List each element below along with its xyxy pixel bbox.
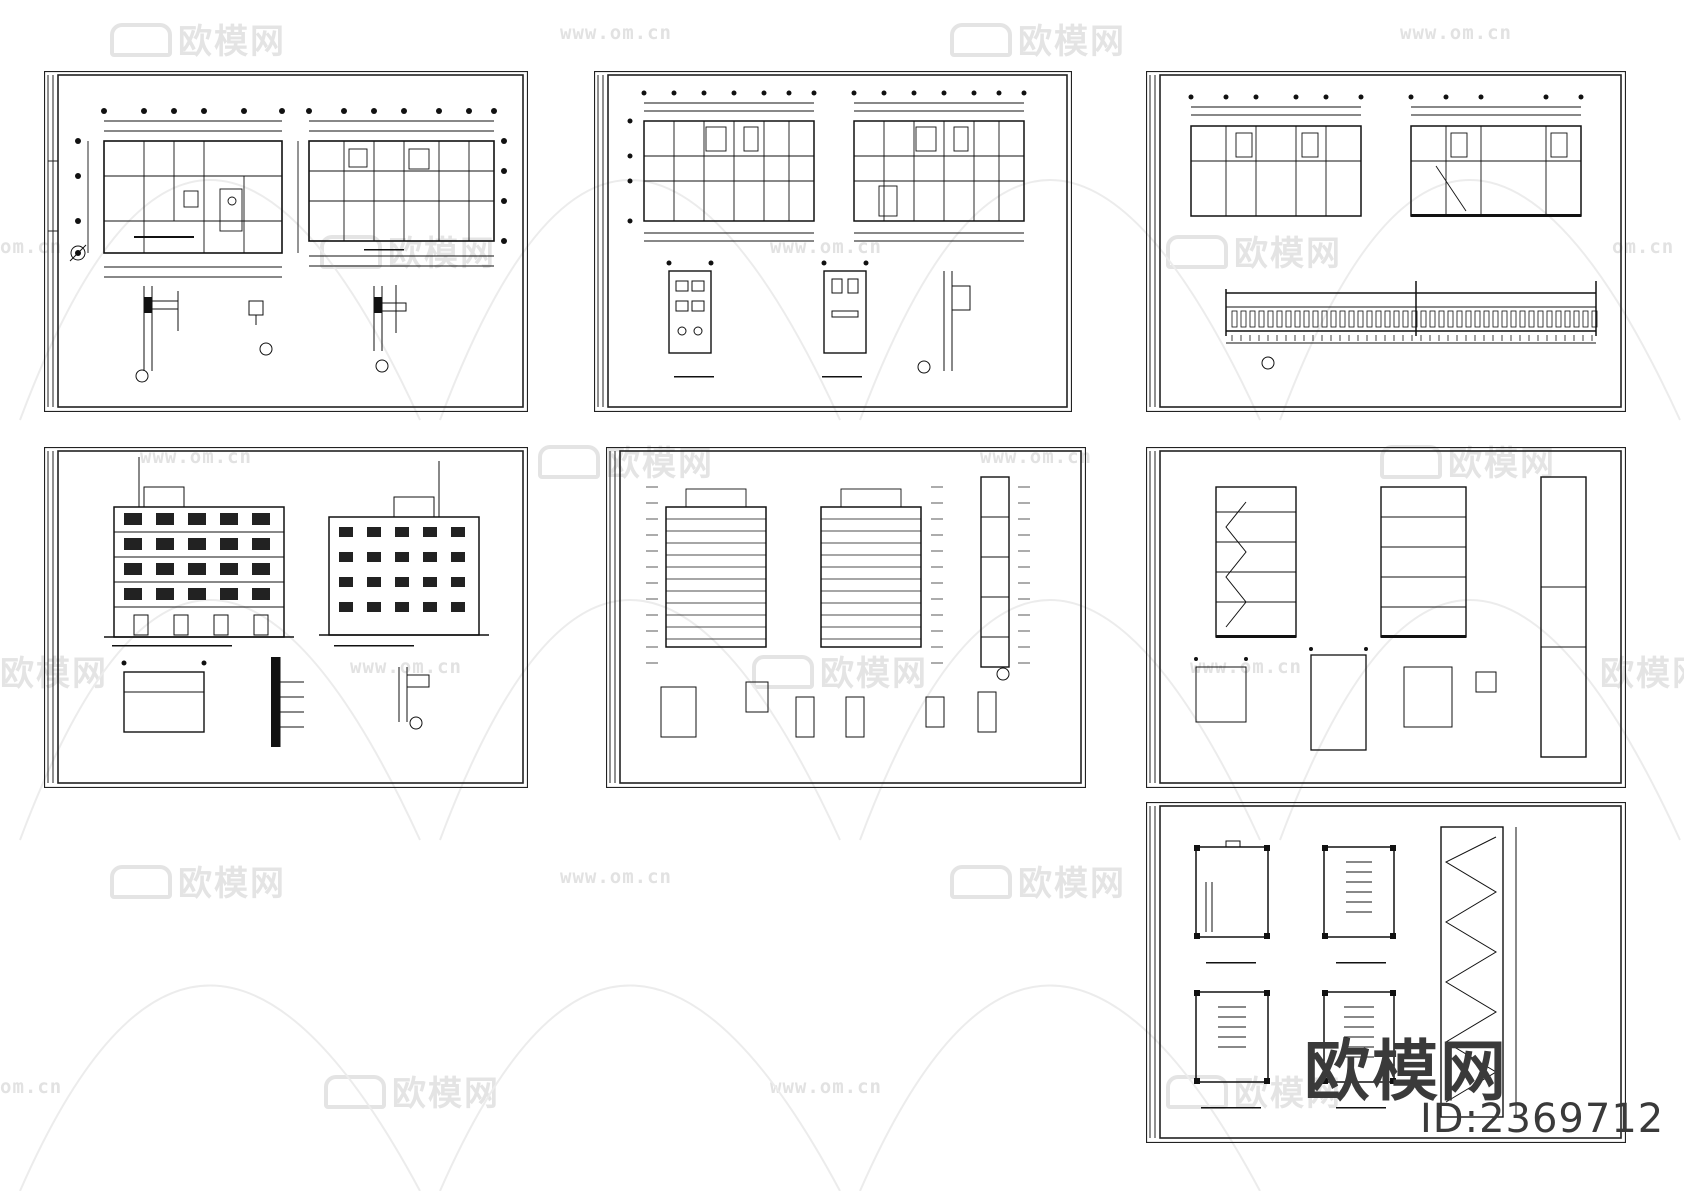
sofa-icon	[1380, 444, 1442, 479]
sofa-icon	[110, 22, 172, 57]
watermark-url: om.cn	[0, 1076, 63, 1098]
watermark-logo: 欧模网	[324, 1066, 500, 1115]
watermark-logo: 欧模网	[110, 856, 286, 905]
drawing-sheet-5	[606, 447, 1086, 788]
sofa-icon	[110, 864, 172, 899]
drawing-sheet-1	[44, 71, 528, 412]
drawing-sheet-7	[1146, 802, 1626, 1143]
sofa-icon	[1166, 234, 1228, 269]
watermark-url: om.cn	[1612, 236, 1675, 258]
watermark-url: www.om.cn	[560, 22, 672, 44]
drawing-sheet-6	[1146, 447, 1626, 788]
watermark-logo: 欧模网	[950, 856, 1126, 905]
drawing-sheet-2	[594, 71, 1072, 412]
sofa-icon	[950, 22, 1012, 57]
watermark-url: om.cn	[0, 236, 63, 258]
sofa-icon	[752, 654, 814, 689]
watermark-logo: 欧模网	[1600, 654, 1684, 694]
brand-logo-text: 欧模网	[1304, 1033, 1508, 1110]
drawing-sheet-4	[44, 447, 528, 788]
sofa-icon	[950, 864, 1012, 899]
sofa-icon	[324, 1074, 386, 1109]
sofa-icon	[1166, 1074, 1228, 1109]
drawing-sheet-3	[1146, 71, 1626, 412]
watermark-logo: 欧模网	[950, 14, 1126, 63]
watermark-logo: 欧模网	[1166, 226, 1342, 275]
watermark-url: www.om.cn	[770, 236, 882, 258]
watermark-url: www.om.cn	[1400, 22, 1512, 44]
watermark-logo: 欧模网	[110, 14, 286, 63]
watermark-url: www.om.cn	[770, 1076, 882, 1098]
sofa-icon	[538, 444, 600, 479]
watermark-url: www.om.cn	[560, 866, 672, 888]
resource-id-label: ID:2369712	[1420, 1096, 1665, 1142]
watermark-logo: 欧模网	[752, 646, 928, 695]
watermark-url: www.om.cn	[350, 656, 462, 678]
